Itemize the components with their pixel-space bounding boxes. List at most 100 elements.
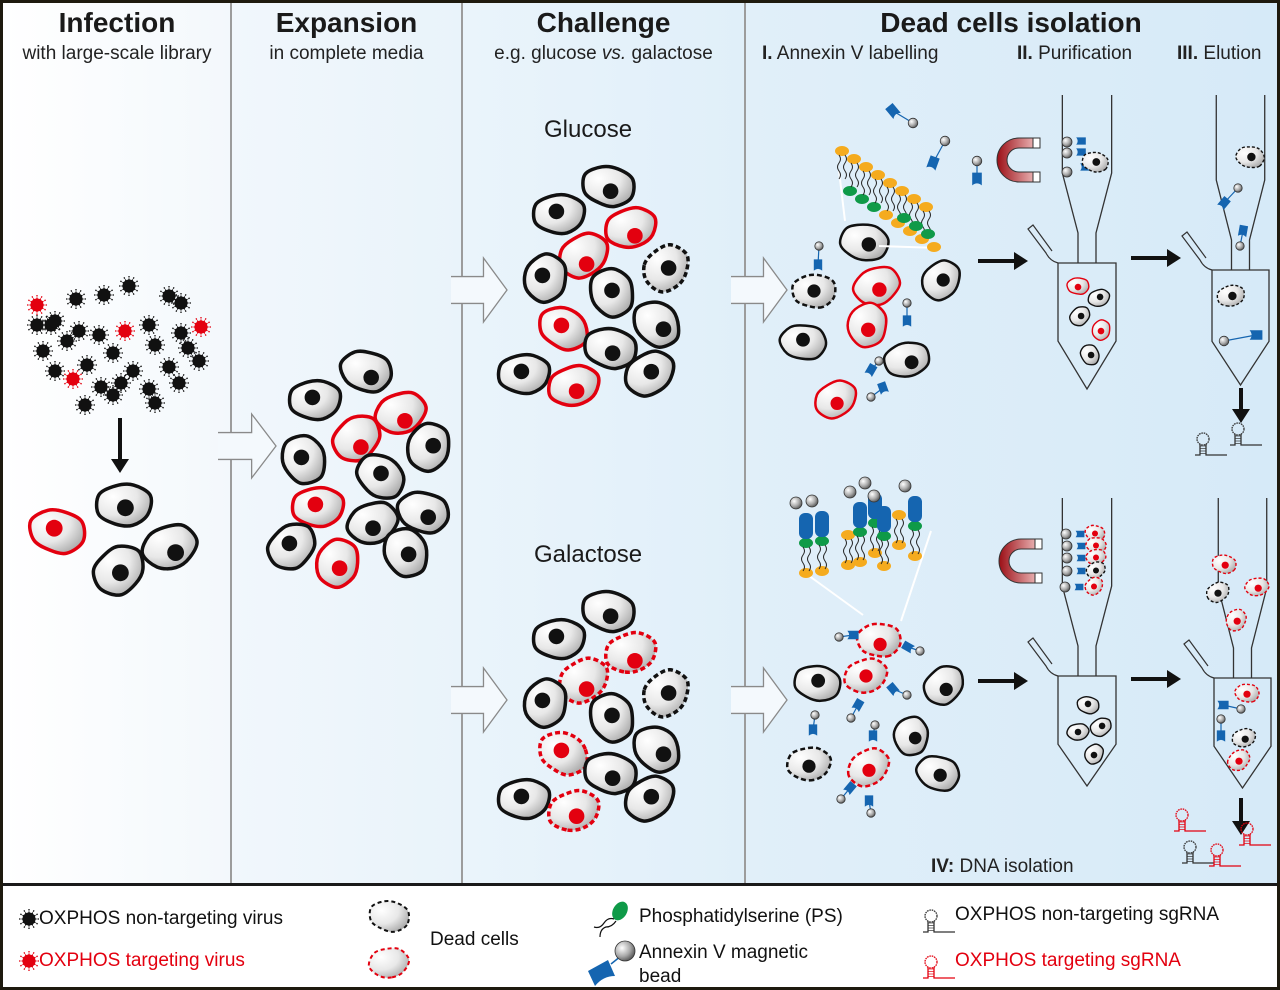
step-elution: III. Elution xyxy=(1177,43,1262,65)
lipid-tail xyxy=(873,178,877,204)
annexin-body xyxy=(901,640,915,654)
nucleus xyxy=(1247,152,1256,162)
annexin-v-icon xyxy=(813,259,823,271)
nucleus xyxy=(568,383,585,400)
virus-spike xyxy=(140,319,145,323)
virus-spike xyxy=(91,367,96,371)
lipid-head xyxy=(919,202,933,212)
virus-capsid xyxy=(78,398,92,412)
panel-title-infection: Infection xyxy=(58,7,176,38)
nucleus xyxy=(655,746,672,762)
virus-spike xyxy=(81,369,85,374)
collection-tube xyxy=(1057,262,1117,391)
annexin-v-icon xyxy=(1076,542,1086,550)
virus-spike xyxy=(70,333,75,337)
virus-spike xyxy=(193,365,197,370)
sgrna-loop xyxy=(924,909,938,923)
virus-spike xyxy=(183,324,187,329)
virus-spike xyxy=(183,385,188,389)
annexin-v-icon xyxy=(843,781,857,795)
virus-spike xyxy=(160,290,165,294)
virus-spike xyxy=(163,287,167,292)
virus-capsid xyxy=(174,326,188,340)
lipid-tail xyxy=(910,529,914,555)
arrow-head xyxy=(1167,670,1181,688)
virus-spike xyxy=(116,325,121,329)
lipid-icon xyxy=(892,510,906,544)
virus-spike xyxy=(181,374,185,379)
non-targeting-virus-icon xyxy=(27,315,47,335)
sgrna-loop xyxy=(1240,822,1254,836)
magnetic-bead-icon xyxy=(1060,528,1072,540)
lipid-tail xyxy=(891,186,895,212)
lipid-icon xyxy=(815,566,829,576)
virus-spike xyxy=(31,952,35,957)
annexin-body xyxy=(843,781,857,795)
nucleus xyxy=(627,653,643,669)
virus-spike xyxy=(201,352,205,357)
step-number: II. xyxy=(1017,43,1033,64)
nucleus xyxy=(811,673,826,688)
lipid-icon xyxy=(879,210,893,220)
virus-capsid xyxy=(106,388,120,402)
nucleus xyxy=(627,228,643,244)
nucleus xyxy=(45,519,63,537)
virus-spike xyxy=(181,387,185,392)
collection-tube xyxy=(1211,269,1270,387)
non-targeting-cell xyxy=(882,341,931,378)
non-targeting-virus-icon xyxy=(123,361,143,381)
virus-spike xyxy=(172,335,177,339)
process-arrow-icon xyxy=(1131,670,1181,688)
virus-capsid xyxy=(30,318,44,332)
annexin-body xyxy=(1237,224,1249,238)
lipid-icon xyxy=(841,560,855,570)
non-targeting-cell xyxy=(641,243,690,294)
lipid-tail xyxy=(900,518,904,544)
targeting-cell xyxy=(843,657,889,694)
virus-spike xyxy=(78,359,83,363)
annexin-body xyxy=(886,682,900,696)
sgrna-loop xyxy=(1210,843,1224,857)
non-targeting-cell xyxy=(1076,695,1100,715)
nucleus xyxy=(548,628,565,645)
virus-spike xyxy=(33,955,38,959)
virus-spike xyxy=(171,371,175,376)
nucleus xyxy=(1221,561,1229,569)
nucleus xyxy=(397,413,413,429)
virus-spike xyxy=(143,380,147,385)
virus-capsid xyxy=(94,380,108,394)
lipid-tail xyxy=(861,170,865,196)
annexin-v-icon xyxy=(808,724,818,736)
lipid-head xyxy=(877,561,891,571)
process-arrow-icon xyxy=(978,672,1028,690)
virus-capsid xyxy=(69,292,83,306)
virus-spike xyxy=(175,324,179,329)
virus-spike xyxy=(107,399,111,404)
virus-spike xyxy=(159,339,164,343)
non-targeting-virus-icon xyxy=(45,361,65,381)
non-targeting-sgrna-icon xyxy=(1230,422,1262,446)
magnetic-bead-icon xyxy=(858,476,872,490)
nucleus xyxy=(830,396,844,410)
non-targeting-cell xyxy=(1079,344,1100,366)
targeting-cell xyxy=(851,265,902,307)
lipid-icon xyxy=(871,170,885,204)
magnet-icon xyxy=(996,137,1041,183)
virus-spike xyxy=(101,326,105,331)
virus-spike xyxy=(190,355,195,359)
lipid-head xyxy=(908,551,922,561)
non-targeting-virus-icon xyxy=(171,323,191,343)
targeting-virus-icon xyxy=(19,951,39,971)
lipid-head xyxy=(879,210,893,220)
nucleus xyxy=(1214,589,1222,597)
virus-spike xyxy=(67,301,72,305)
virus-spike xyxy=(42,319,47,323)
virus-spike xyxy=(143,393,147,398)
linker xyxy=(1223,334,1257,342)
non-targeting-virus-icon xyxy=(145,335,165,355)
nucleus xyxy=(643,363,660,380)
virus-spike xyxy=(115,357,119,362)
annexin-v-icon xyxy=(877,381,889,395)
nucleus xyxy=(167,544,185,561)
annexin-body xyxy=(808,724,818,736)
